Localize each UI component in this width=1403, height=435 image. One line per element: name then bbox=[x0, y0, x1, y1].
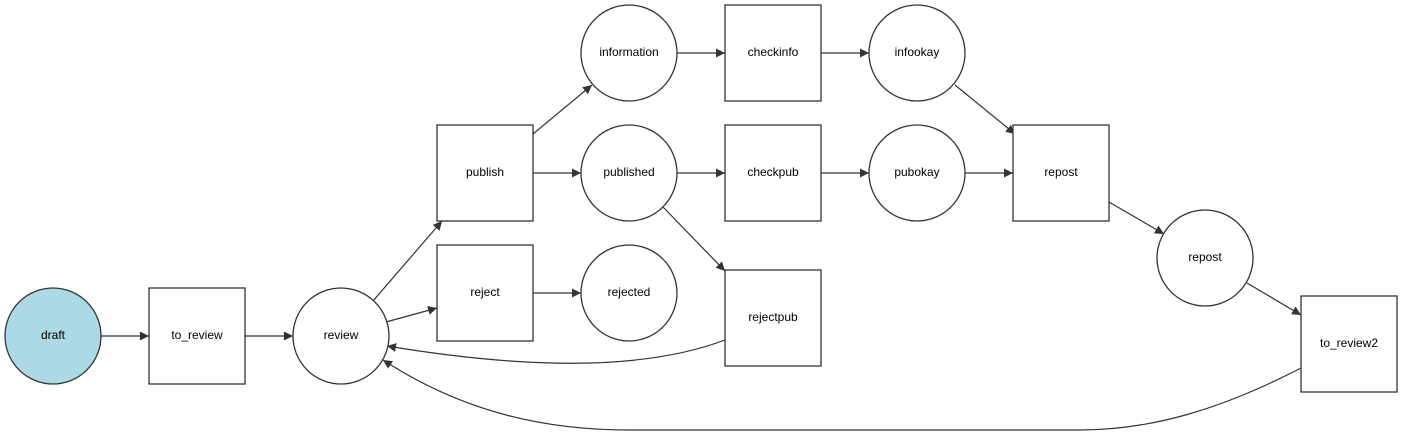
node-label-checkinfo: checkinfo bbox=[748, 45, 799, 59]
place-information-circle bbox=[580, 4, 678, 102]
transition-to_review-box bbox=[148, 287, 246, 385]
edge-rejectpub-review bbox=[386, 339, 726, 364]
node-label-to_review: to_review bbox=[171, 328, 223, 342]
node-label-rejected: rejected bbox=[608, 285, 651, 299]
place-review-circle bbox=[292, 287, 390, 385]
transition-rejectpub-box bbox=[724, 269, 822, 367]
edges bbox=[101, 48, 1302, 431]
node-reject: reject bbox=[436, 244, 534, 342]
edge-publish-information bbox=[532, 84, 593, 135]
place-pubokay-circle bbox=[868, 124, 966, 222]
place-published-circle bbox=[580, 124, 678, 222]
node-draft: draft bbox=[4, 287, 102, 385]
transition-checkpub-box bbox=[724, 124, 822, 222]
node-rejected: rejected bbox=[580, 244, 678, 342]
node-label-repost-place: repost bbox=[1188, 250, 1222, 264]
node-repost-transition: repost bbox=[1012, 124, 1110, 222]
node-publish: publish bbox=[436, 124, 534, 222]
node-label-draft: draft bbox=[41, 328, 66, 342]
place-draft-circle bbox=[4, 287, 102, 385]
place-infookay-circle bbox=[868, 4, 966, 102]
node-label-pubokay: pubokay bbox=[894, 165, 939, 179]
edge-repost-place-to_review2 bbox=[1246, 282, 1302, 316]
node-label-repost-transition: repost bbox=[1044, 165, 1078, 179]
nodes: draft to_review review publish reject in… bbox=[4, 4, 1398, 393]
edge-infookay-repost bbox=[954, 84, 1016, 135]
node-to_review: to_review bbox=[148, 287, 246, 385]
transition-checkinfo-box bbox=[724, 4, 822, 102]
node-label-information: information bbox=[599, 45, 658, 59]
node-label-checkpub: checkpub bbox=[747, 165, 799, 179]
node-label-review: review bbox=[324, 328, 359, 342]
node-pubokay: pubokay bbox=[868, 124, 966, 222]
transition-to_review2-box bbox=[1300, 295, 1398, 393]
node-repost-place: repost bbox=[1156, 209, 1254, 307]
edge-repost-repost-place bbox=[1108, 201, 1165, 235]
edge-review-publish bbox=[372, 220, 443, 302]
node-label-reject: reject bbox=[470, 285, 500, 299]
node-checkpub: checkpub bbox=[724, 124, 822, 222]
node-rejectpub: rejectpub bbox=[724, 269, 822, 367]
node-information: information bbox=[580, 4, 678, 102]
node-label-infookay: infookay bbox=[895, 45, 940, 59]
transition-reject-box bbox=[436, 244, 534, 342]
transition-repost-box bbox=[1012, 124, 1110, 222]
place-repost-circle bbox=[1156, 209, 1254, 307]
edge-review-reject bbox=[385, 306, 438, 323]
node-to_review2: to_review2 bbox=[1300, 295, 1398, 393]
edge-published-rejectpub bbox=[662, 206, 726, 272]
node-checkinfo: checkinfo bbox=[724, 4, 822, 102]
node-label-published: published bbox=[603, 165, 654, 179]
transition-publish-box bbox=[436, 124, 534, 222]
place-rejected-circle bbox=[580, 244, 678, 342]
node-label-publish: publish bbox=[466, 165, 504, 179]
edge-to_review2-review bbox=[382, 359, 1302, 431]
node-label-rejectpub: rejectpub bbox=[748, 310, 798, 324]
node-label-to_review2: to_review2 bbox=[1320, 336, 1378, 350]
node-review: review bbox=[292, 287, 390, 385]
node-infookay: infookay bbox=[868, 4, 966, 102]
node-published: published bbox=[580, 124, 678, 222]
